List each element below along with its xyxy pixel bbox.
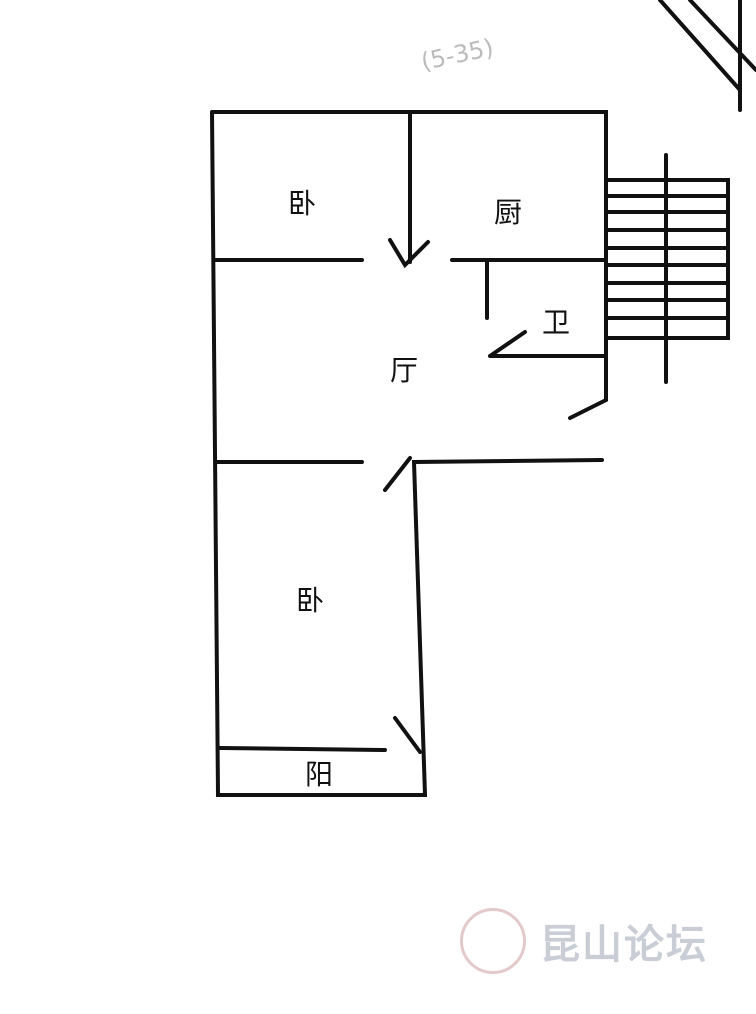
watermark-text: 昆山论坛 — [540, 922, 708, 968]
wall-balcony — [218, 716, 422, 754]
label-bathroom: 卫 — [542, 306, 570, 339]
label-bedroom-bottom: 卧 — [296, 584, 324, 617]
label-balcony: 阳 — [305, 758, 333, 791]
label-living-room: 厅 — [390, 354, 418, 387]
wall-bathroom — [485, 260, 606, 358]
door-arrow — [388, 238, 430, 269]
stairs — [606, 153, 730, 384]
watermark-logo-icon — [460, 908, 526, 974]
note-text: (5-35) — [419, 33, 496, 76]
door-bedroom — [383, 456, 412, 492]
stamp-edge — [658, 0, 756, 112]
label-bedroom-top: 卧 — [288, 187, 316, 220]
label-kitchen: 厨 — [494, 196, 522, 229]
